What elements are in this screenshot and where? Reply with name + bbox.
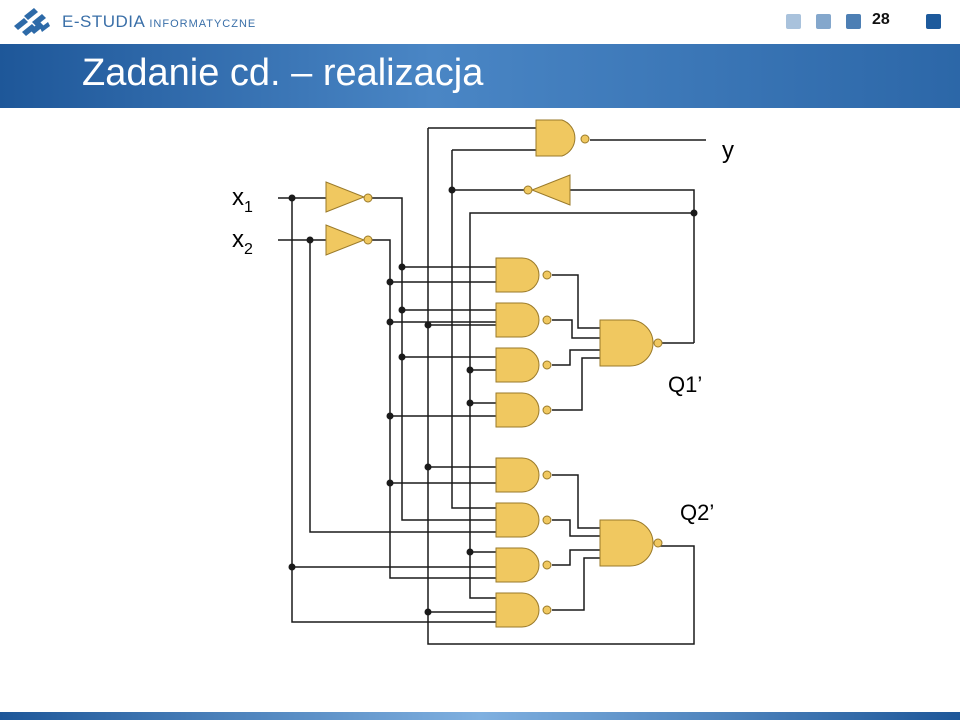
label-y: y [722,137,734,164]
nand-gate-q2 [599,519,663,567]
label-x1: x1 [232,184,253,216]
slide-title: Zadanie cd. – realizacja [82,52,484,94]
nand-gate-g1-2 [495,302,552,338]
deco-square-2 [816,14,831,29]
nand-gate-q1 [599,319,663,367]
deco-square-1 [786,14,801,29]
brand-main: E-STUDIA [62,12,146,31]
footer-bar [0,712,960,720]
nand-gate-g2-4 [495,592,552,628]
nand-gate-g1-4 [495,392,552,428]
nand-gate-g2-2 [495,502,552,538]
title-bar [0,44,960,108]
deco-square-4 [926,14,941,29]
nand-gate-g2-3 [495,547,552,583]
label-q1: Q1’ [668,372,702,397]
nand-gate-g1-1 [495,257,552,293]
nand-gate-g1-3 [495,347,552,383]
logic-circuit-diagram: x1 x2 y Q1’ Q2’ [232,119,734,645]
brand-sub: INFORMATYCZNE [149,18,257,30]
not-gate-x2 [325,224,373,256]
page-number: 28 [872,11,890,28]
e-studia-logo-icon [14,8,50,36]
nand-gate-top [535,119,590,157]
label-x2: x2 [232,226,253,258]
nand-gate-g2-1 [495,457,552,493]
label-q2: Q2’ [680,500,714,525]
not-gate-x1 [325,181,373,213]
deco-square-3 [846,14,861,29]
not-gate-feedback [523,174,571,206]
